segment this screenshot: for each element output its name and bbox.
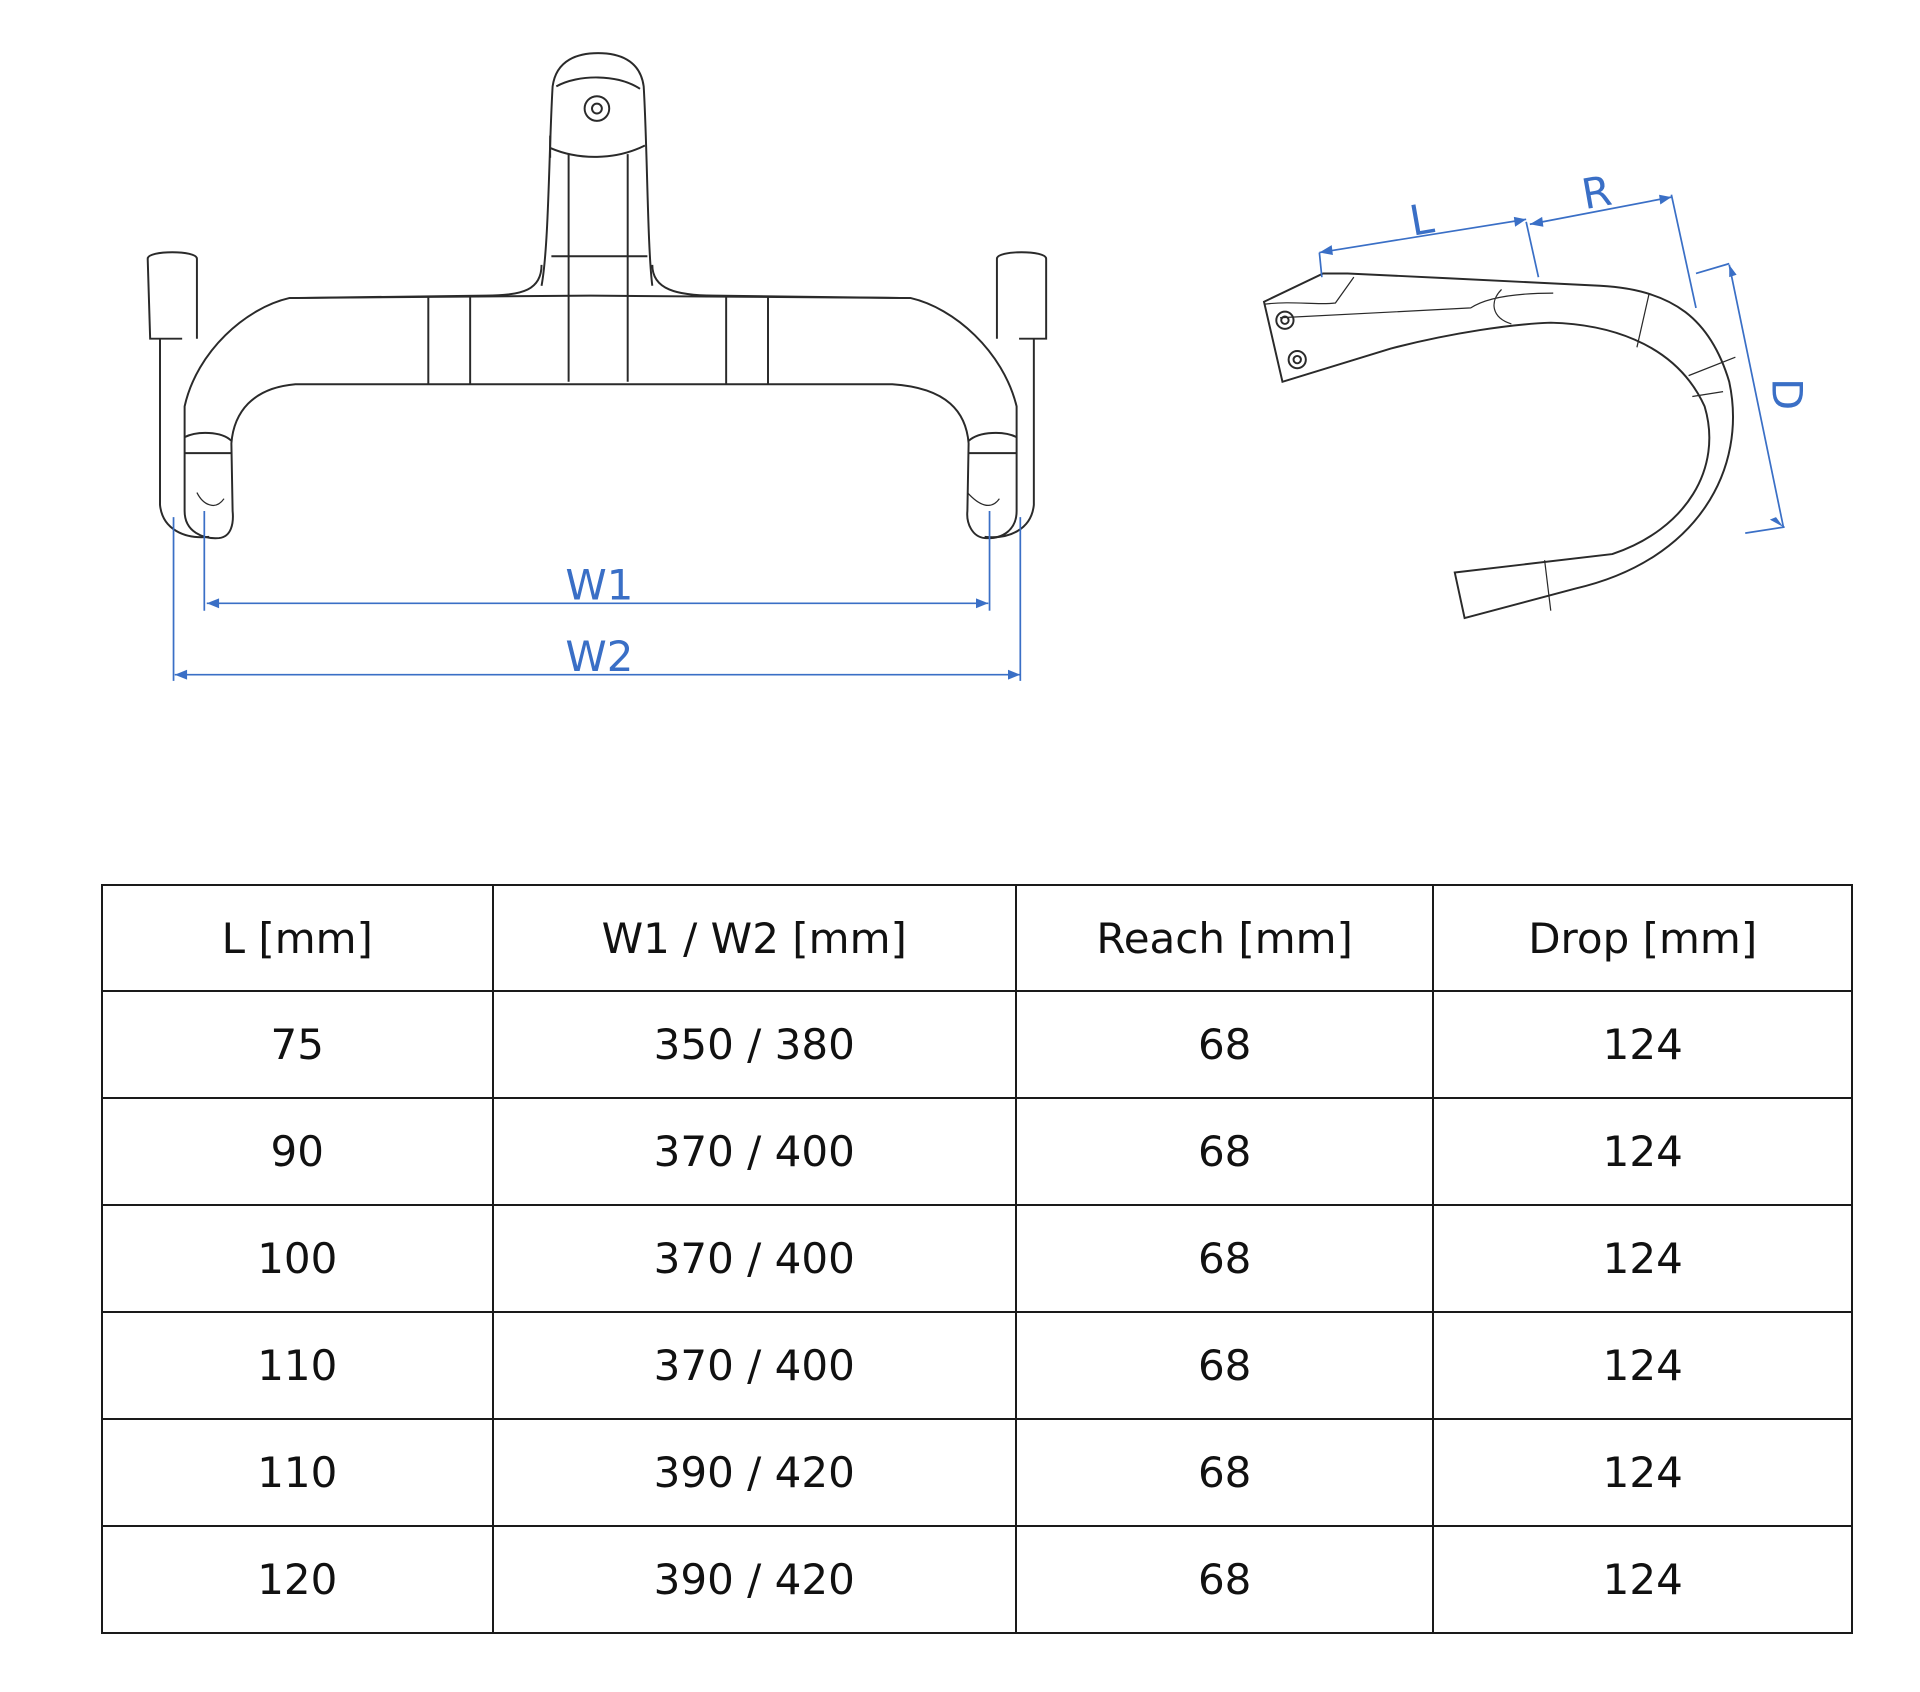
cell-reach: 68 — [1014, 990, 1435, 1099]
stem-outline — [540, 52, 654, 286]
cell-reach: 68 — [1014, 1525, 1435, 1634]
cell-width: 370 / 400 — [491, 1204, 1017, 1313]
side-view — [1262, 272, 1736, 620]
front-view-dimensions — [172, 511, 1022, 681]
left-bar-end — [146, 251, 210, 539]
bar-top-outline — [183, 294, 1018, 540]
header-reach: Reach [mm] — [1014, 884, 1435, 992]
d-label: D — [1762, 378, 1811, 410]
side-view-outline — [1262, 272, 1734, 620]
header-l: L [mm] — [101, 884, 494, 992]
cell-width: 370 / 400 — [491, 1311, 1017, 1420]
size-table: L [mm] W1 / W2 [mm] Reach [mm] Drop [mm]… — [101, 884, 1853, 1634]
stem-cap — [549, 76, 646, 158]
side-view-dimensions — [1318, 194, 1785, 535]
cell-reach: 68 — [1014, 1418, 1435, 1527]
cell-drop: 124 — [1432, 1311, 1853, 1420]
w2-label: W2 — [565, 632, 633, 681]
cell-width: 350 / 380 — [491, 990, 1017, 1099]
cell-width: 390 / 420 — [491, 1525, 1017, 1634]
cell-l: 100 — [101, 1204, 494, 1313]
cell-drop: 124 — [1432, 1525, 1853, 1634]
clamp-bolt-icon — [1287, 350, 1307, 370]
cell-drop: 124 — [1432, 1418, 1853, 1527]
r-label: R — [1578, 166, 1615, 219]
cell-drop: 124 — [1432, 1204, 1853, 1313]
front-view — [146, 52, 1048, 540]
cell-reach: 68 — [1014, 1204, 1435, 1313]
cell-l: 120 — [101, 1525, 494, 1634]
cell-l: 110 — [101, 1311, 494, 1420]
cell-reach: 68 — [1014, 1097, 1435, 1206]
cell-drop: 124 — [1432, 1097, 1853, 1206]
header-drop: Drop [mm] — [1432, 884, 1853, 992]
cell-l: 90 — [101, 1097, 494, 1206]
w1-label: W1 — [565, 561, 633, 610]
right-bar-end — [984, 251, 1048, 539]
cell-width: 370 / 400 — [491, 1097, 1017, 1206]
clamp-bolt-icon — [1275, 310, 1295, 330]
cell-l: 110 — [101, 1418, 494, 1527]
cell-reach: 68 — [1014, 1311, 1435, 1420]
cell-l: 75 — [101, 990, 494, 1099]
header-width: W1 / W2 [mm] — [491, 884, 1017, 992]
cell-drop: 124 — [1432, 990, 1853, 1099]
table-header-row: L [mm] W1 / W2 [mm] Reach [mm] Drop [mm] — [101, 884, 1853, 992]
handlebar-technical-drawing: W1 W2 L R D — [146, 52, 1811, 681]
stem-bolt-icon — [583, 95, 611, 122]
cell-width: 390 / 420 — [491, 1418, 1017, 1527]
